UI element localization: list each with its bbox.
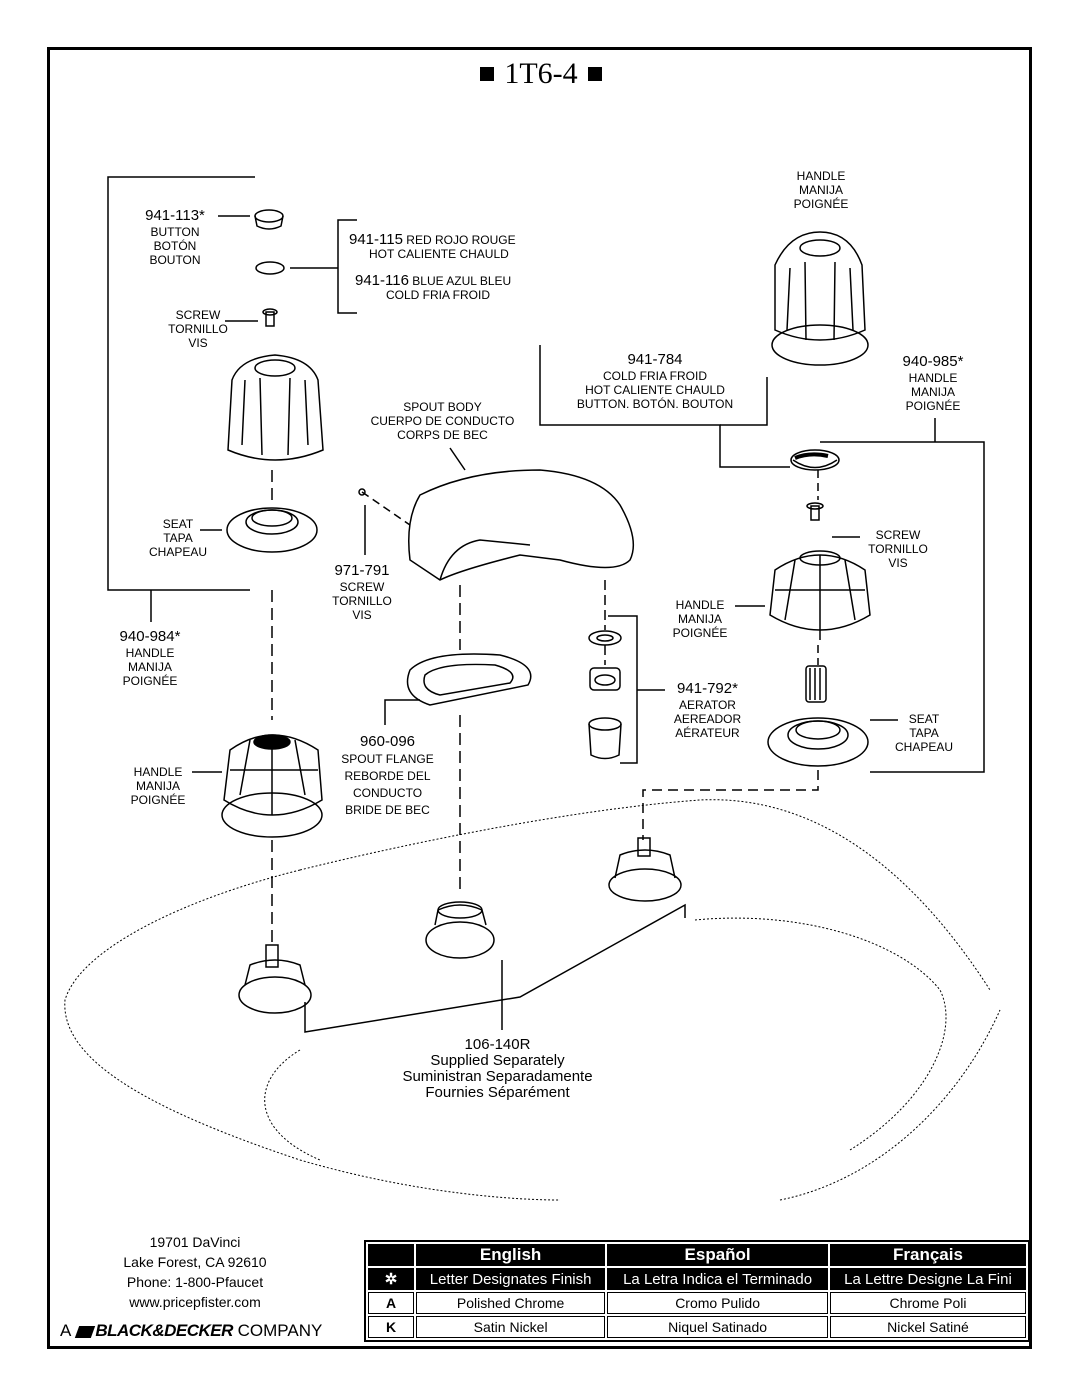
left-bracket xyxy=(107,176,255,622)
company-address: 19701 DaVinci Lake Forest, CA 92610 Phon… xyxy=(123,1234,267,1310)
left-handle-diamond xyxy=(221,734,323,838)
website-link[interactable]: www.pricepfister.com xyxy=(129,1294,261,1310)
subheader-espanol: La Letra Indica el Terminado xyxy=(607,1268,828,1290)
label-handle-top-right: HANDLE MANIJA POIGNÉE xyxy=(793,169,849,211)
right-bracket xyxy=(820,441,985,773)
page-title: 1T6-4 xyxy=(0,57,1082,91)
aerator-washer xyxy=(588,630,622,646)
label-handle-right-diamond: HANDLE MANIJA POIGNÉE xyxy=(672,598,728,640)
subheader-english: Letter Designates Finish xyxy=(416,1268,606,1290)
finish-fr: Nickel Satiné xyxy=(829,1316,1026,1338)
finish-table: English Español Français ✲ Letter Design… xyxy=(364,1240,1030,1342)
right-stem-part xyxy=(805,665,827,703)
center-valve-part xyxy=(425,901,495,959)
label-seat-left: SEAT TAPA CHAPEAU xyxy=(148,517,207,559)
finish-es: Niquel Satinado xyxy=(607,1316,828,1338)
finish-table-header: English Español Français xyxy=(368,1244,1026,1266)
header-francais: Français xyxy=(829,1244,1026,1266)
finish-en: Satin Nickel xyxy=(416,1316,606,1338)
sink-outline xyxy=(64,799,1001,1201)
label-941-792: 941-792* AERATOR AEREADOR AÉRATEUR xyxy=(673,680,742,740)
label-941-784: 941-784 COLD FRIA FROID HOT CALIENTE CHA… xyxy=(576,351,734,411)
label-941-116: 941-116 BLUE AZUL BLEU COLD FRIA FROID xyxy=(355,272,512,302)
label-971-791: 971-791 SCREW TORNILLO VIS xyxy=(332,562,392,622)
header-corner xyxy=(368,1244,414,1266)
right-handle-diamond xyxy=(769,550,871,640)
bracket-106-140r xyxy=(304,903,686,1033)
right-screw-part xyxy=(806,502,824,521)
page-border xyxy=(47,47,1032,1349)
table-row: A Polished Chrome Cromo Pulido Chrome Po… xyxy=(368,1292,1026,1314)
right-handle-fluted xyxy=(771,231,869,366)
label-seat-right: SEAT TAPA CHAPEAU xyxy=(894,712,953,754)
title-square-left-icon xyxy=(480,67,495,82)
title-square-right-icon xyxy=(587,67,602,82)
indicator-ring-part xyxy=(255,261,285,275)
label-960-096: 960-096 SPOUT FLANGE REBORDE DEL CONDUCT… xyxy=(341,733,434,817)
model-number: 1T6-4 xyxy=(504,57,578,90)
label-screw-left: SCREW TORNILLO VIS xyxy=(168,308,228,350)
spout-flange-part xyxy=(406,653,532,706)
left-handle-fluted xyxy=(227,354,324,461)
label-spout-body: SPOUT BODY CUERPO DE CONDUCTO CORPS DE B… xyxy=(370,400,515,442)
label-941-115: 941-115 RED ROJO ROUGE HOT CALIENTE CHAU… xyxy=(349,231,516,261)
bracket-941-115 xyxy=(337,219,357,314)
right-seat-part xyxy=(767,717,869,767)
label-940-984: 940-984* HANDLE MANIJA POIGNÉE xyxy=(119,628,181,688)
brand-name: BLACK&DECKER xyxy=(95,1321,233,1340)
asterisk-icon: ✲ xyxy=(368,1268,414,1290)
subheader-francais: La Lettre Designe La Fini xyxy=(829,1268,1026,1290)
finish-code: K xyxy=(368,1316,414,1338)
finish-table-subheader: ✲ Letter Designates Finish La Letra Indi… xyxy=(368,1268,1026,1290)
left-button-part xyxy=(254,209,284,230)
table-row: K Satin Nickel Niquel Satinado Nickel Sa… xyxy=(368,1316,1026,1338)
label-941-113: 941-113* BUTTON BOTÓN BOUTON xyxy=(145,207,205,267)
header-english: English xyxy=(416,1244,606,1266)
right-valve-part xyxy=(608,837,682,902)
finish-fr: Chrome Poli xyxy=(829,1292,1026,1314)
header-espanol: Español xyxy=(607,1244,828,1266)
label-screw-right: SCREW TORNILLO VIS xyxy=(868,528,928,570)
label-940-985: 940-985* HANDLE MANIJA POIGNÉE xyxy=(902,353,964,413)
label-106-140r: 106-140R Supplied Separately Suministran… xyxy=(402,1036,593,1101)
finish-code: A xyxy=(368,1292,414,1314)
black-decker-logo-icon xyxy=(75,1325,96,1338)
right-button-part xyxy=(790,449,840,471)
left-seat-part xyxy=(226,507,318,553)
finish-en: Polished Chrome xyxy=(416,1292,606,1314)
finish-es: Cromo Pulido xyxy=(607,1292,828,1314)
aerator-insert xyxy=(589,667,621,691)
left-valve-part xyxy=(238,944,312,1014)
label-handle-left-diamond: HANDLE MANIJA POIGNÉE xyxy=(130,765,186,807)
aerator-housing xyxy=(588,717,622,760)
spout-body-part xyxy=(408,469,635,581)
left-screw-part xyxy=(262,308,278,327)
